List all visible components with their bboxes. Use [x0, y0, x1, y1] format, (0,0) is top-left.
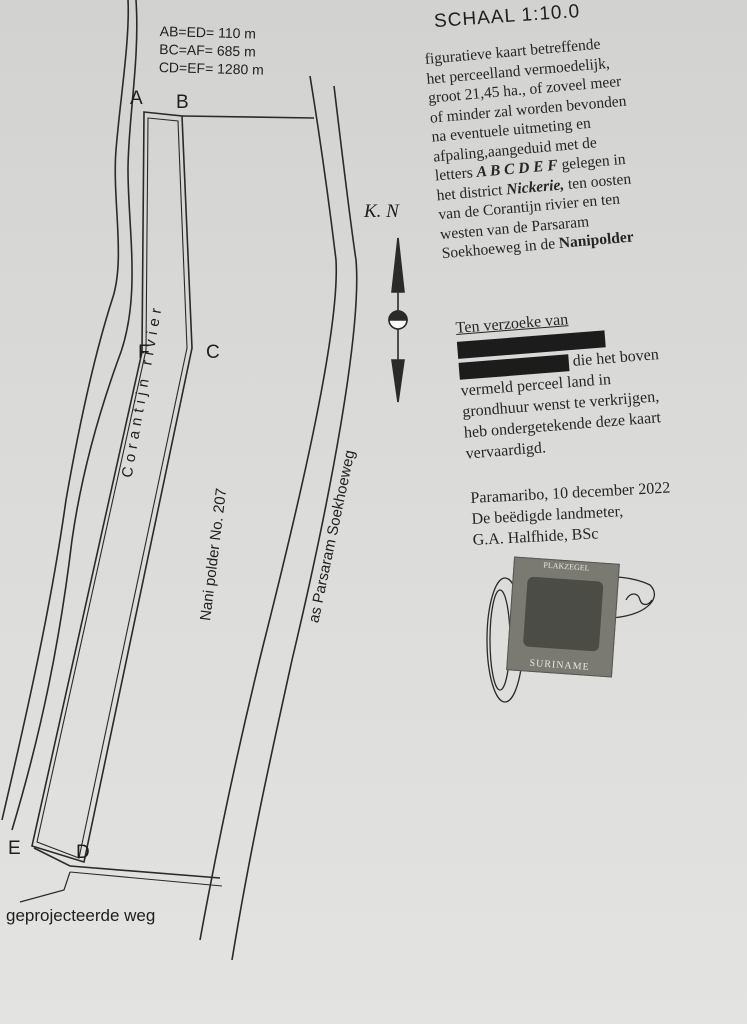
coat-of-arms-icon	[522, 576, 604, 652]
parcel-inner	[36, 117, 188, 859]
text: letters	[434, 163, 478, 185]
point-b-label: B	[176, 92, 189, 113]
line-b-east	[181, 115, 315, 119]
river-bank-right	[11, 0, 138, 831]
point-f-label: F	[138, 342, 150, 363]
river-bank-left	[1, 0, 130, 821]
map-description: figuratieve kaart betreffende het percee…	[424, 33, 639, 264]
request-paragraph: Ten verzoeke van die het boven vermeld p…	[455, 302, 666, 464]
revenue-stamp: PLAKZEGEL SURINAME	[506, 556, 620, 678]
projected-road-label: geprojecteerde weg	[6, 906, 156, 925]
line-d-east	[33, 847, 221, 879]
road-line-2	[231, 85, 358, 961]
point-a-label: A	[130, 88, 143, 109]
north-label: K. N	[364, 201, 399, 222]
parcel-boundary	[31, 111, 193, 864]
north-arrow-icon	[388, 237, 408, 403]
signature-block: Paramaribo, 10 december 2022 De beëdigde…	[470, 478, 673, 551]
point-d-label: D	[76, 842, 90, 863]
point-c-label: C	[206, 342, 220, 363]
point-e-label: E	[8, 838, 21, 859]
line-d-east-inner	[69, 871, 223, 887]
projected-road-pointer	[19, 871, 71, 903]
road-line-1	[199, 75, 338, 941]
dimension-list: AB=ED= 110 m BC=AF= 685 m CD=EF= 1280 m	[159, 22, 265, 79]
dimension-cd-ef: CD=EF= 1280 m	[158, 58, 265, 78]
